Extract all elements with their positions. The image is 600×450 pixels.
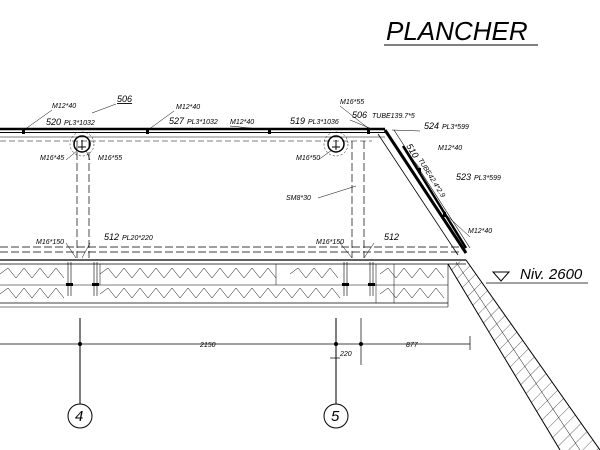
label-506-tube: TUBE139.7*5 <box>372 113 415 120</box>
label-m12-b: M12*40 <box>176 104 200 111</box>
label-m16-55-top: M16*55 <box>340 99 364 106</box>
label-m12-d: M12*40 <box>438 145 462 152</box>
level-marker: Niv. 2600 <box>486 266 588 284</box>
dim-span: 2150 <box>199 342 216 349</box>
inclined-wall <box>447 259 600 450</box>
label-m16-150-a: M16*150 <box>36 239 64 246</box>
drawing-title: PLANCHER <box>386 16 528 46</box>
label-sm8: SM8*30 <box>286 195 311 202</box>
label-523: 523 <box>456 172 471 182</box>
annotations: M12*40 506 520 PL3*1032 M12*40 527 PL3*1… <box>36 94 501 246</box>
label-m12-c: M12*40 <box>230 119 254 126</box>
label-520: 520 <box>46 117 61 127</box>
label-m12-e: M12*40 <box>468 228 492 235</box>
top-beam <box>0 127 385 142</box>
grid-axis-4: 4 <box>67 318 93 429</box>
label-510: 510 <box>404 142 420 160</box>
dim-right: 877 <box>406 342 419 349</box>
bolt-circle-right <box>323 131 349 157</box>
label-m16-50: M16*50 <box>296 155 320 162</box>
label-512a: 512 <box>104 232 119 242</box>
label-m16-55-left: M16*55 <box>98 155 122 162</box>
label-506-tube-num: 506 <box>352 110 367 120</box>
label-527-pl: PL3*1032 <box>187 119 218 126</box>
label-m16-150-b: M16*150 <box>316 239 344 246</box>
floor-slab <box>0 259 466 308</box>
label-520-pl: PL3*1032 <box>64 120 95 127</box>
leader-lines <box>23 103 471 259</box>
label-527: 527 <box>169 116 185 126</box>
label-519-pl: PL3*1036 <box>308 119 339 126</box>
label-512a-pl: PL20*220 <box>122 235 153 242</box>
level-label: Niv. 2600 <box>520 266 583 283</box>
label-524-pl: PL3*599 <box>442 124 469 131</box>
dim-gap: 220 <box>339 351 352 358</box>
inclined-tube <box>377 129 471 256</box>
label-m12-a: M12*40 <box>52 103 76 110</box>
label-524: 524 <box>424 121 439 131</box>
dimension-line: 2150 220 877 <box>0 318 471 365</box>
label-506-top: 506 <box>117 94 132 104</box>
grid-axis-5: 5 <box>323 318 349 429</box>
label-m16-45: M16*45 <box>40 155 64 162</box>
label-512b: 512 <box>384 232 399 242</box>
label-519: 519 <box>290 116 305 126</box>
post-axis-4 <box>76 141 90 258</box>
axis-5-label: 5 <box>331 408 340 425</box>
bolt-circle-left <box>69 131 95 157</box>
axis-4-label: 4 <box>75 408 83 425</box>
label-523-pl: PL3*599 <box>474 175 501 182</box>
post-axis-5 <box>351 141 365 258</box>
